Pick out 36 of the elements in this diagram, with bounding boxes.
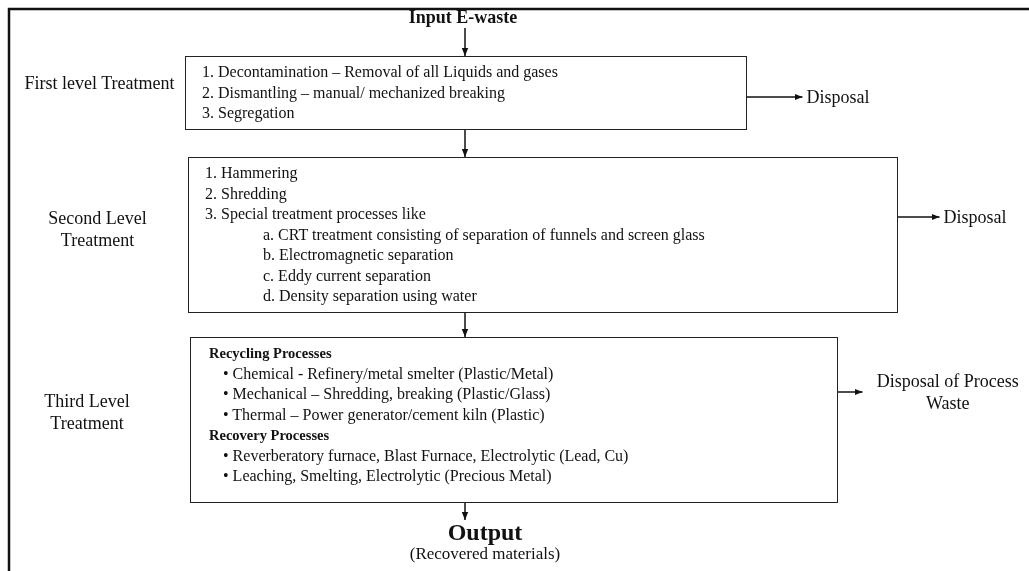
section-heading: Recycling Processes [208,344,333,363]
list-item: • Chemical - Refinery/metal smelter (Plastic/Metal) [222,363,555,384]
list-item: b. Electromagnetic separation [262,245,455,266]
list-item: 2. Shredding [204,183,288,204]
process-box [188,157,898,313]
list-item: 2. Dismantling – manual/ mechanized breaking [201,82,507,103]
list-item: d. Density separation using water [262,286,478,307]
list-item: c. Eddy current separation [262,265,432,286]
level-label: First level Treatment [23,72,176,94]
node-label: Disposal [943,206,1007,228]
list-item: • Leaching, Smelting, Electrolytic (Precious Metal) [222,466,553,487]
arrow [746,93,804,101]
process-box [185,56,747,130]
section-heading: Recovery Processes [208,426,331,445]
arrow [461,502,469,521]
list-item: a. CRT treatment consisting of separation of funnels and screen glass [262,224,706,245]
node-label: Disposal of Process Waste [875,370,1020,414]
node-label: Disposal [806,86,870,108]
arrow [837,388,864,396]
arrow [897,213,941,221]
level-label: Second Level Treatment [47,207,148,251]
arrow [461,27,469,57]
level-label: Third Level Treatment [43,390,131,434]
node-label: Input E-waste [408,6,518,28]
list-item: 1. Decontamination – Removal of all Liquids and gases [201,62,559,83]
list-item: • Reverberatory furnace, Blast Furnace, Electrolytic (Lead, Cu) [222,445,630,466]
list-item: 1. Hammering [204,163,299,184]
output-note: (Recovered materials) [409,544,561,564]
list-item: 3. Segregation [201,103,296,124]
node-label: Output [447,520,523,544]
arrow [461,129,469,158]
arrow [461,312,469,338]
list-item: • Mechanical – Shredding, breaking (Plastic/Glass) [222,384,552,405]
process-box [190,337,838,503]
list-item: 3. Special treatment processes like [204,204,427,225]
list-item: • Thermal – Power generator/cement kiln (Plastic) [222,404,546,425]
